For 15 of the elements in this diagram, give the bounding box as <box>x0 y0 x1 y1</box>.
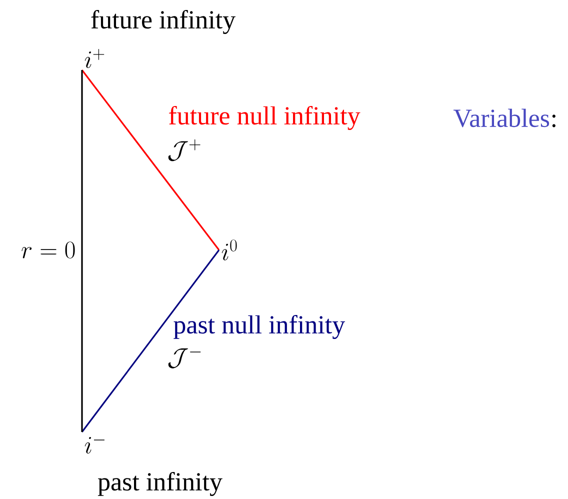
point-label: $i^{0}$ <box>222 240 237 260</box>
region-label: future infinity <box>91 10 236 34</box>
point-label: $i^{-}$ <box>84 436 104 454</box>
boundary-line <box>81 70 83 432</box>
region-label: past infinity <box>98 472 222 496</box>
edge-label: future null infinity <box>169 106 360 130</box>
point-label: $i^{+}$ <box>84 49 104 68</box>
edge-label: past null infinity <box>174 315 346 339</box>
boundary-line <box>81 250 220 432</box>
boundary-line <box>81 70 220 250</box>
edge-label: $r = 0$ <box>22 242 75 258</box>
math-label: $\mathcal{J}^{-}$ <box>168 348 201 368</box>
math-label: $\mathcal{J}^{+}$ <box>168 139 200 162</box>
text-label: : <box>552 114 556 128</box>
text-label: Variables <box>454 108 550 128</box>
